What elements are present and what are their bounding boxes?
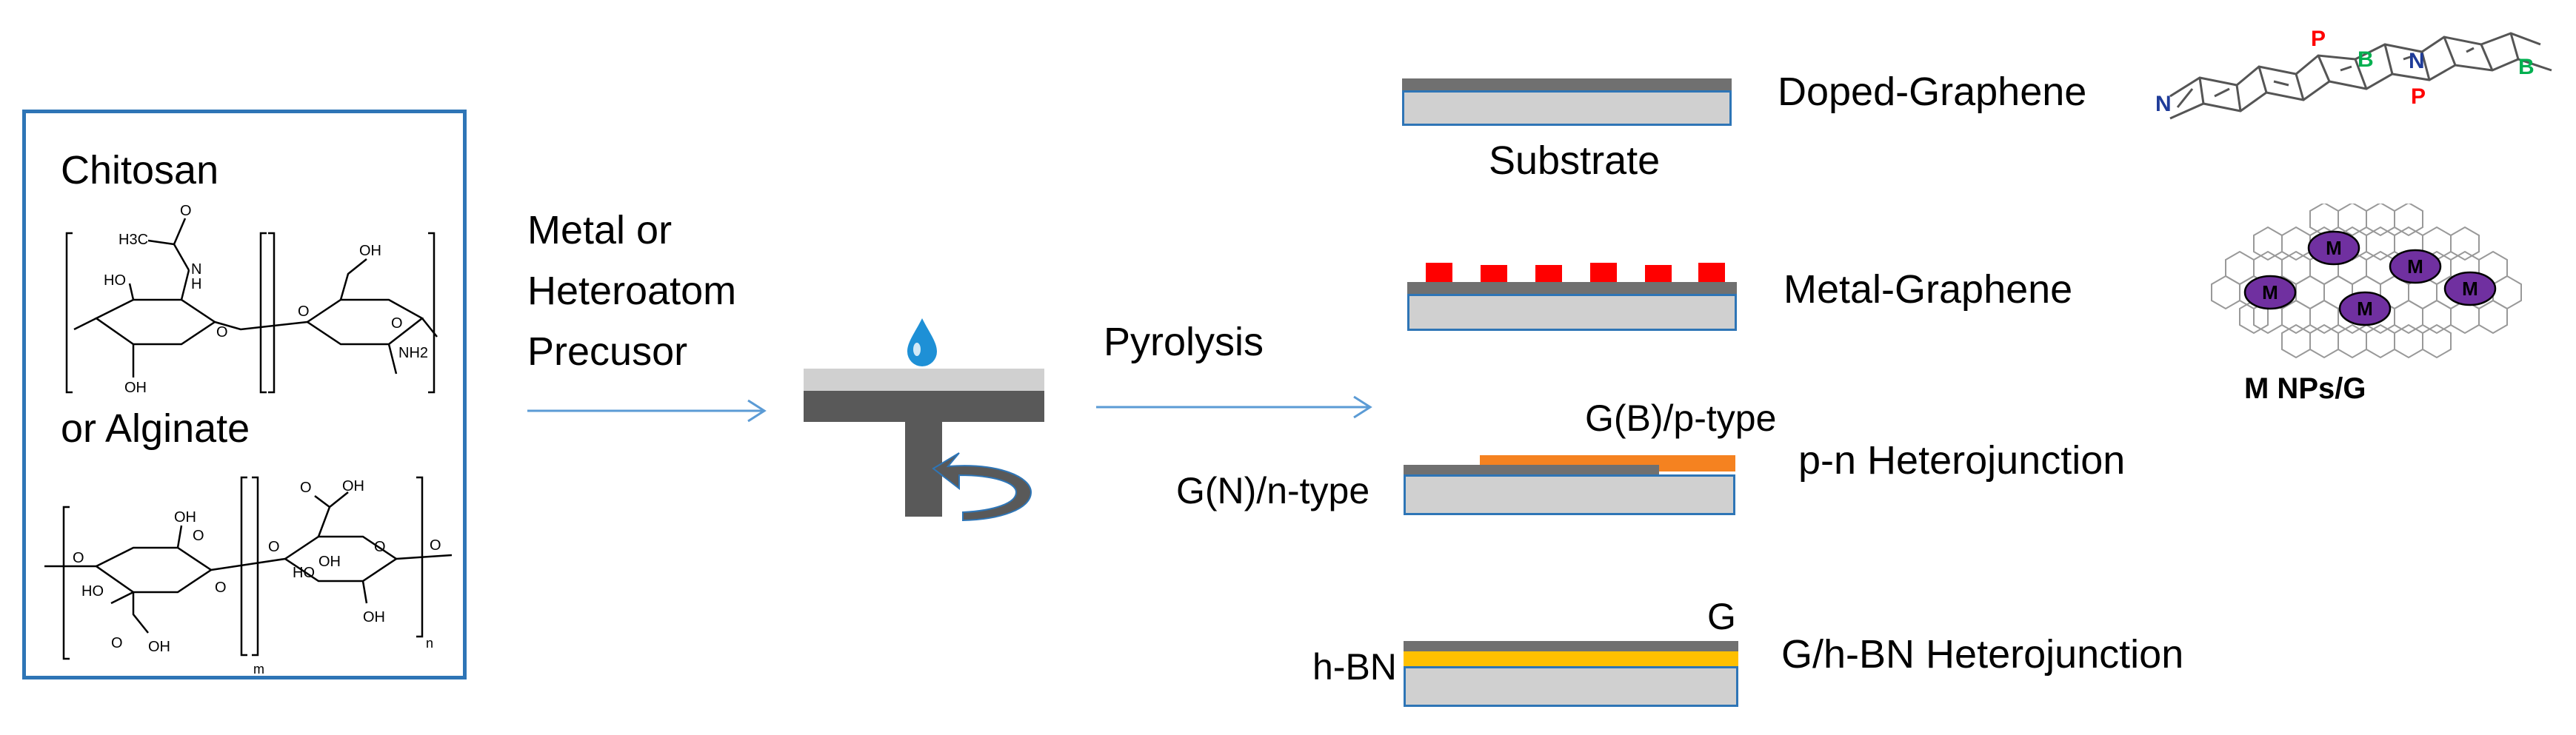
- atom-nh2: NH2: [398, 345, 428, 361]
- atom-ho: HO: [104, 272, 126, 289]
- metal-graphene-title: Metal-Graphene: [1783, 267, 2073, 312]
- np-label: M: [2407, 255, 2423, 278]
- atom-oh-bottom: OH: [363, 609, 385, 625]
- hbn-label: h-BN: [1312, 646, 1397, 688]
- alginate-structure: OH O O HO O OH O OH O OH O OH O HO O m n: [44, 476, 453, 677]
- atom-oh: OH: [124, 380, 147, 396]
- doped-graphene-sheet: P B N N B P: [2155, 27, 2552, 120]
- atom-oh-top: OH: [342, 478, 364, 494]
- atom-o-end: O: [430, 537, 441, 554]
- atom-n: N: [2155, 92, 2172, 116]
- nanoparticle: [2389, 249, 2442, 284]
- atom-ho-2: HO: [293, 565, 315, 581]
- np-label: M: [2357, 298, 2373, 320]
- pn-heterojunction-title: p-n Heterojunction: [1798, 438, 2126, 483]
- atom-o-bridge: O: [215, 580, 227, 596]
- atom-o-ring-2: O: [391, 315, 403, 332]
- graphene-layer-metal: [1407, 282, 1737, 294]
- pyrolysis-label: Pyrolysis: [1104, 320, 1264, 364]
- arrow-precursor: [527, 399, 767, 423]
- spin-coater-icon: [804, 318, 1044, 522]
- subscript-m: m: [253, 662, 264, 677]
- np-label: M: [2462, 278, 2478, 300]
- chitosan-label: Chitosan: [61, 148, 219, 192]
- n-type-label: G(N)/n-type: [1176, 470, 1370, 511]
- atom-ho: HO: [81, 583, 104, 600]
- atom-oh-carboxyl: OH: [148, 639, 170, 655]
- atom-o: O: [193, 528, 204, 544]
- nanoparticle: [2243, 275, 2297, 310]
- atom-o-ring: O: [374, 539, 386, 555]
- doped-graphene-title: Doped-Graphene: [1778, 70, 2087, 114]
- subscript-n: n: [426, 636, 433, 651]
- mnps-caption: M NPs/G: [2244, 372, 2366, 405]
- atom-o-carbonyl: O: [111, 635, 123, 651]
- atom-n-2: N: [2409, 49, 2425, 73]
- substrate-hbn: [1404, 666, 1738, 707]
- substrate-metal: [1407, 294, 1737, 331]
- hbn-heterojunction-title: G/h-BN Heterojunction: [1781, 632, 2184, 677]
- atom-oh-2: OH: [359, 243, 381, 259]
- np-label: M: [2326, 237, 2342, 259]
- chitosan-structure: O N H H3C HO O OH OH O NH2 O: [65, 203, 438, 396]
- metal-np: [1481, 265, 1507, 282]
- substrate-pn: [1404, 474, 1735, 515]
- nanoparticle: [2338, 291, 2392, 326]
- step1-label-line1: Metal or: [527, 208, 673, 252]
- atom-b: B: [2358, 47, 2374, 72]
- precursor-box: [22, 110, 467, 679]
- substrate-doped: [1402, 90, 1732, 126]
- step1-label-line3: Precusor: [527, 329, 688, 374]
- atom-h: H: [191, 276, 201, 292]
- rotate-arrow-icon: [932, 452, 1032, 522]
- atom-p: P: [2311, 27, 2326, 51]
- atom-oh: OH: [174, 509, 196, 526]
- metal-graphene-lattice: M M M M M: [2211, 204, 2522, 358]
- atom-h3c: H3C: [119, 232, 148, 248]
- n-type-layer: [1404, 465, 1659, 474]
- arrow-pyrolysis: [1096, 395, 1372, 419]
- atom-o-ring: O: [216, 324, 228, 340]
- droplet-icon: [907, 318, 937, 366]
- p-type-label: G(B)/p-type: [1585, 397, 1777, 439]
- atom-p-2: P: [2411, 84, 2426, 109]
- g-label: G: [1707, 596, 1736, 637]
- atom-o-carbonyl-2: O: [300, 480, 312, 496]
- atom-oh-ring: OH: [318, 554, 341, 570]
- metal-np: [1645, 265, 1672, 282]
- metal-np: [1590, 263, 1617, 282]
- substrate-label: Substrate: [1489, 138, 1661, 183]
- atom-o-link: O: [73, 550, 84, 566]
- metal-np: [1426, 263, 1452, 282]
- atom-o-link: O: [298, 303, 310, 320]
- step1-label-line2: Heteroatom: [527, 269, 737, 313]
- np-label: M: [2262, 281, 2278, 303]
- hbn-layer: [1404, 651, 1738, 666]
- atom-b-2: B: [2518, 55, 2535, 79]
- nanoparticle: [2443, 271, 2497, 306]
- nanoparticle: [2307, 230, 2360, 266]
- atom-o: O: [180, 203, 192, 219]
- atom-o-link-2: O: [268, 539, 280, 555]
- metal-np: [1698, 263, 1725, 282]
- metal-np: [1535, 265, 1562, 282]
- graphene-layer-hbn: [1404, 641, 1738, 651]
- atom-n: N: [191, 261, 201, 278]
- graphene-layer-doped: [1402, 78, 1732, 90]
- alginate-label: or Alginate: [61, 406, 250, 451]
